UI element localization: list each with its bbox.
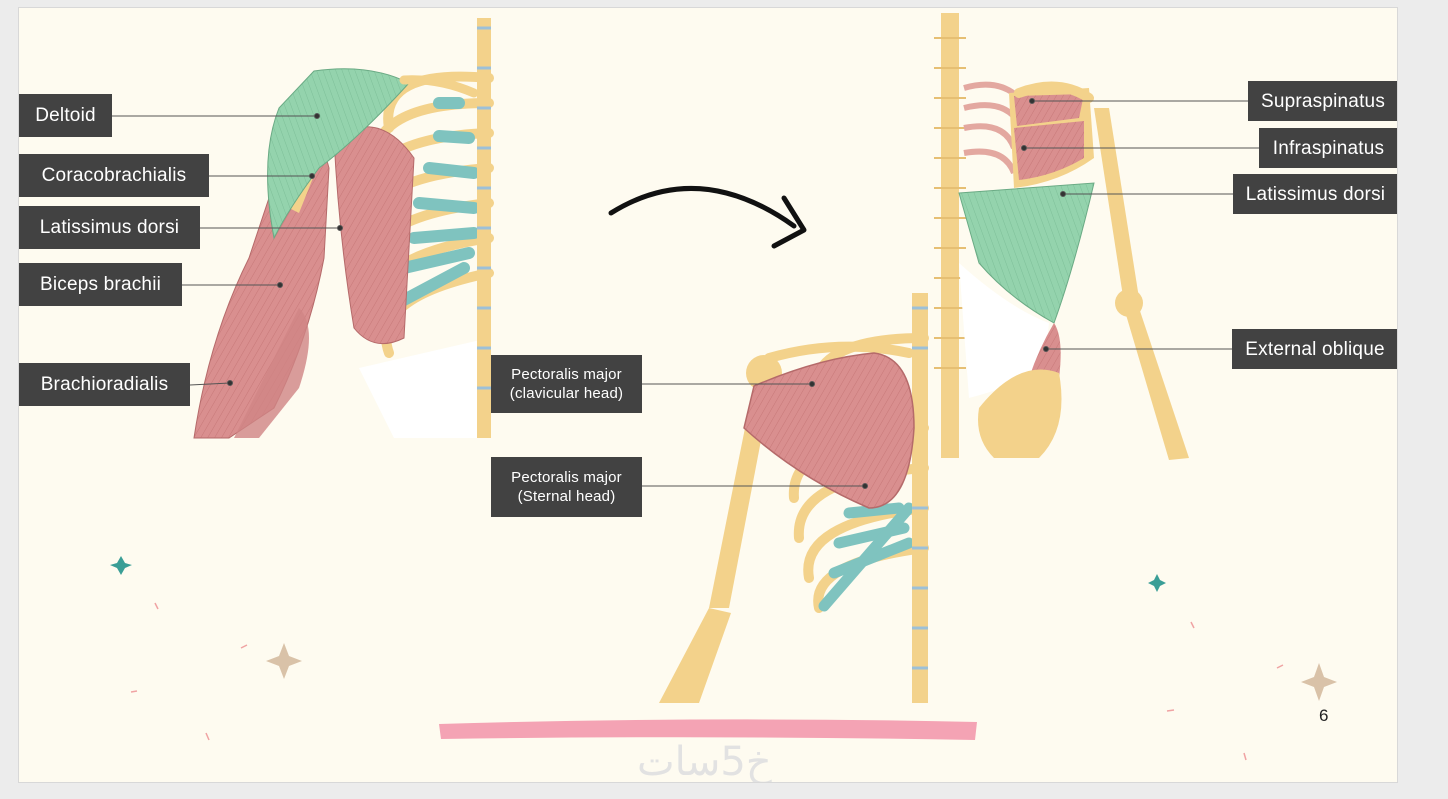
label-latissimus-right: Latissimus dorsi xyxy=(1233,174,1397,214)
label-infraspinatus: Infraspinatus xyxy=(1259,128,1397,168)
sparkle-icon xyxy=(110,556,1337,761)
center-pectoral-figure xyxy=(659,293,929,703)
curved-arrow-icon xyxy=(608,185,807,249)
label-pectoralis-clavicular-line2: (clavicular head) xyxy=(509,385,624,402)
label-pectoralis-sternal: Pectoralis major (Sternal head) xyxy=(491,457,642,517)
anatomy-illustrations xyxy=(110,13,1337,761)
label-coracobrachialis: Coracobrachialis xyxy=(19,154,209,197)
brush-stroke xyxy=(439,719,977,740)
right-back-figure xyxy=(934,13,1189,460)
label-biceps: Biceps brachii xyxy=(19,263,182,306)
label-brachioradialis: Brachioradialis xyxy=(19,363,190,406)
left-arm-figure xyxy=(193,18,494,439)
label-supraspinatus: Supraspinatus xyxy=(1248,81,1397,121)
watermark-logo: خ5سات xyxy=(637,739,772,783)
label-deltoid: Deltoid xyxy=(19,94,112,137)
left-leader-lines xyxy=(112,113,343,386)
center-leader-lines xyxy=(641,381,868,489)
label-latissimus-left: Latissimus dorsi xyxy=(19,206,200,249)
label-pectoralis-sternal-line1: Pectoralis major xyxy=(511,468,622,486)
label-pectoralis-clavicular: Pectoralis major (clavicular head) xyxy=(491,355,642,413)
label-pectoralis-clavicular-line1: Pectoralis major xyxy=(511,365,622,383)
slide: Deltoid Coracobrachialis Latissimus dors… xyxy=(18,7,1398,783)
label-pectoralis-sternal-line2: (Sternal head) xyxy=(517,488,616,505)
right-leader-lines xyxy=(1021,98,1259,352)
page-number: 6 xyxy=(1319,706,1329,725)
label-external-oblique: External oblique xyxy=(1232,329,1397,369)
